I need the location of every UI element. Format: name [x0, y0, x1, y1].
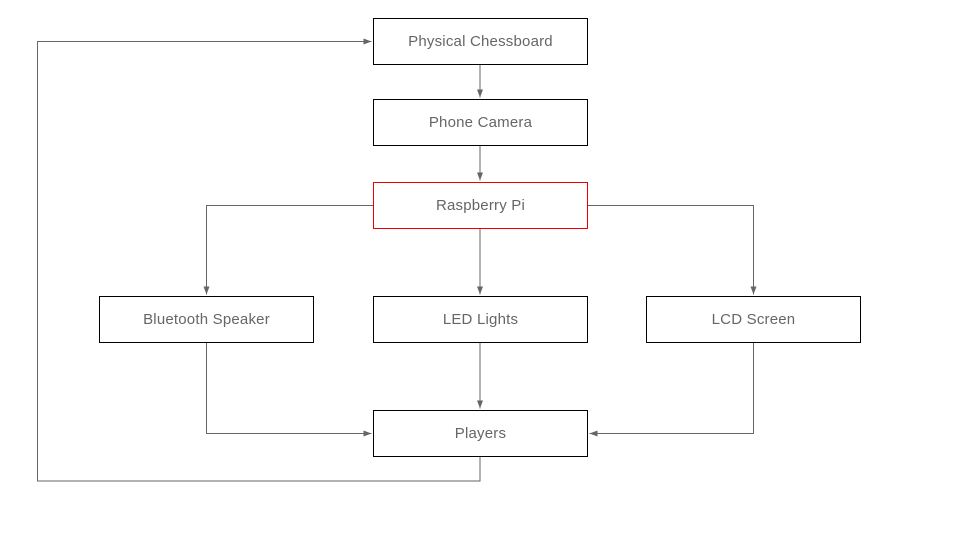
node-phone-camera: Phone Camera: [373, 99, 588, 146]
node-led-lights: LED Lights: [373, 296, 588, 343]
node-physical-chessboard-label: Physical Chessboard: [408, 33, 553, 50]
edge-raspberry-pi-to-lcd-screen: [588, 205, 757, 295]
node-led-lights-label: LED Lights: [442, 311, 519, 328]
node-raspberry-pi-label: Raspberry Pi: [435, 197, 526, 214]
edge-players-to-physical-chessboard: [37, 38, 481, 482]
node-lcd-screen: LCD Screen: [646, 296, 861, 343]
edge-bluetooth-speaker-to-players: [206, 343, 372, 437]
node-phone-camera-label: Phone Camera: [428, 114, 533, 131]
node-bluetooth-speaker: Bluetooth Speaker: [99, 296, 314, 343]
node-lcd-screen-label: LCD Screen: [711, 311, 796, 328]
edge-raspberry-pi-to-bluetooth-speaker: [203, 205, 373, 295]
edge-lcd-screen-to-players: [589, 343, 754, 437]
node-bluetooth-speaker-label: Bluetooth Speaker: [143, 311, 270, 328]
node-players: Players: [373, 410, 588, 457]
node-physical-chessboard: Physical Chessboard: [373, 18, 588, 65]
node-raspberry-pi: Raspberry Pi: [373, 182, 588, 229]
node-players-label: Players: [454, 425, 507, 442]
